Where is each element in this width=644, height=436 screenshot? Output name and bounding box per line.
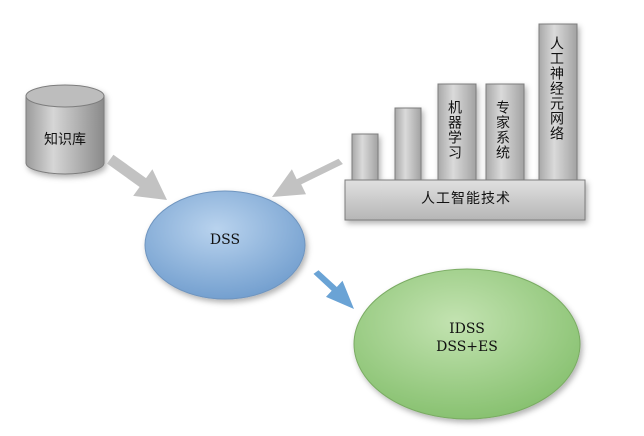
idss-line1: IDSS xyxy=(449,321,485,337)
ai-tech-stack xyxy=(344,23,586,221)
dss-label: DSS xyxy=(209,232,241,248)
expert-system-label: 专家系统 xyxy=(494,100,510,160)
knowledge-base-label: 知识库 xyxy=(44,132,86,148)
idss-ellipse xyxy=(353,268,581,420)
neural-network-label: 人工神经元网络 xyxy=(548,36,564,141)
ai-tech-label: 人工智能技术 xyxy=(421,191,511,207)
bar-1 xyxy=(351,133,379,181)
idss-label: IDSS DSS+ES xyxy=(392,320,542,356)
arrow-from-knowledge-base xyxy=(107,154,167,200)
bar-neural-network xyxy=(538,23,578,181)
knowledge-base-cylinder xyxy=(25,84,105,175)
bar-2 xyxy=(394,107,422,181)
bar-machine-learning xyxy=(437,83,477,181)
arrow-from-ai-tech xyxy=(272,158,343,197)
idss-line2: DSS+ES xyxy=(436,339,498,355)
dss-ellipse xyxy=(144,190,306,300)
ai-base-bar xyxy=(344,179,586,221)
arrow-dss-to-idss xyxy=(313,270,354,309)
machine-learning-label: 机器学习 xyxy=(446,100,462,160)
